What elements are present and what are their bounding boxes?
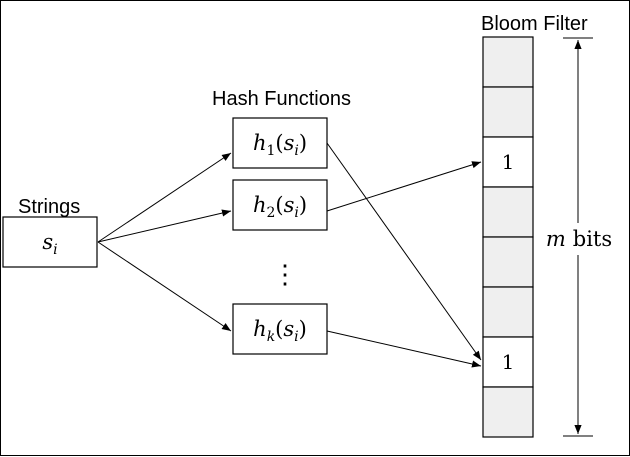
bloom-filter-label: Bloom Filter (481, 13, 588, 35)
bloom-cell-value-6: 1 (502, 350, 515, 374)
arrow-hk-to-bit (326, 330, 482, 368)
bloom-cell-0 (482, 36, 534, 88)
arrow-h1-to-bit (326, 142, 482, 361)
bloom-cell-6 (482, 336, 534, 388)
strings-label: Strings (18, 196, 80, 218)
arrow-string-to-h2 (97, 209, 232, 243)
hash-function-text-2: h2(si) (253, 193, 307, 221)
bloom-cell-1 (482, 86, 534, 138)
bloom-filter-array: 11 (482, 36, 534, 438)
hash-function-box-k: hk(si) (232, 303, 328, 355)
arrow-h2-to-bit (326, 161, 482, 212)
hash-functions-label: Hash Functions (212, 88, 351, 110)
bloom-cell-4 (482, 236, 534, 288)
hash-function-box-2: h2(si) (232, 179, 328, 231)
hash-functions-ellipsis: ⋮ (272, 260, 298, 290)
hash-function-text-k: hk(si) (253, 317, 307, 345)
hash-function-text-1: h1(si) (253, 131, 307, 159)
bloom-cell-2 (482, 136, 534, 188)
arrow-string-to-hk (97, 241, 232, 332)
input-string-text: si (42, 230, 57, 258)
bloom-cell-value-2: 1 (502, 150, 515, 174)
bloom-cell-7 (482, 386, 534, 438)
bloom-cell-3 (482, 186, 534, 238)
hash-function-box-1: h1(si) (232, 117, 328, 169)
arrow-string-to-h1 (97, 152, 232, 243)
bloom-cell-5 (482, 286, 534, 338)
input-string-box: si (2, 216, 98, 268)
